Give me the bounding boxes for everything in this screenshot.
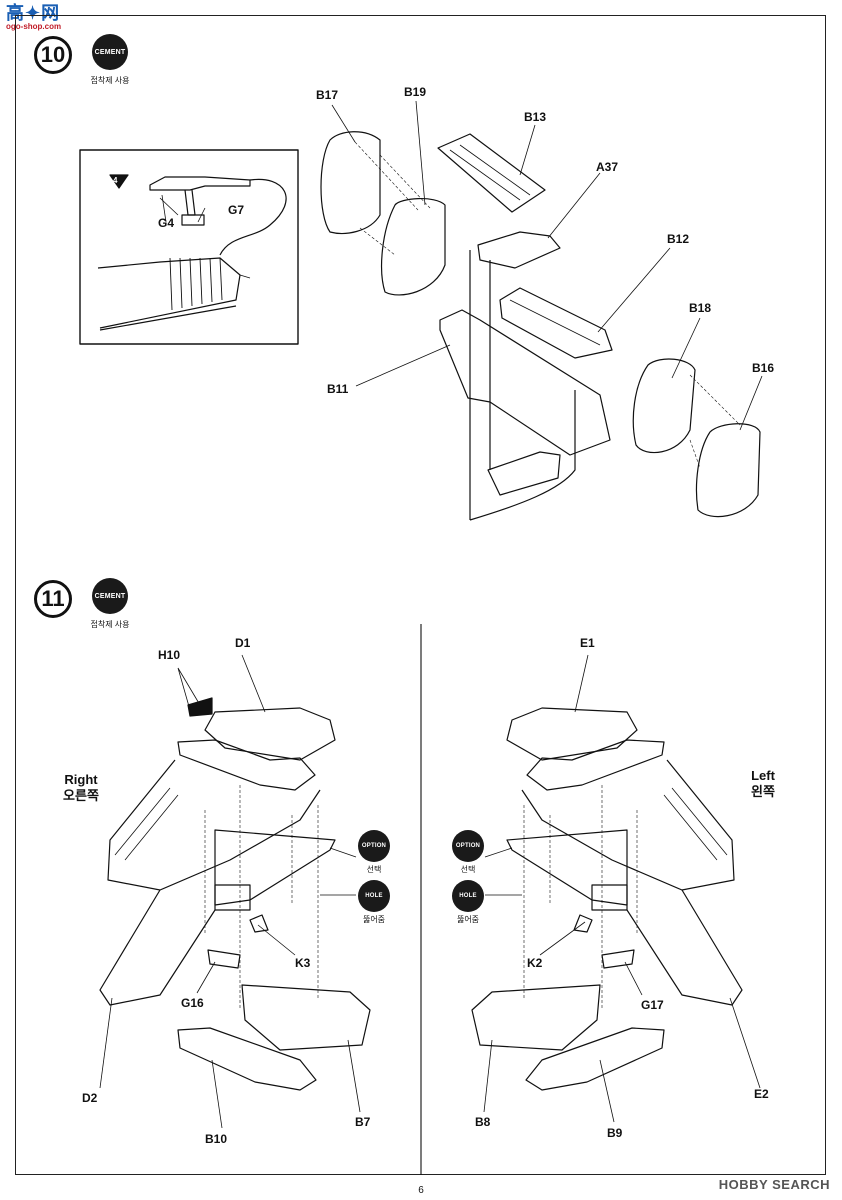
label-b8: B8 (475, 1115, 491, 1129)
detail-inset-box (79, 149, 299, 345)
step-10-cement-badge: CEMENT (92, 34, 128, 70)
right-label-local: 오른쪽 (63, 788, 99, 803)
left-option-badge: OPTION (452, 830, 484, 862)
step-10-cement-caption: 접착제 사용 (90, 76, 130, 85)
left-hole-caption: 뚫어줌 (456, 915, 480, 924)
part-b16-shape (695, 423, 761, 518)
part-b17-shape (320, 131, 381, 235)
label-g4: G4 (158, 216, 175, 230)
right-hole-caption: 뚫어줌 (362, 915, 386, 924)
label-d1: D1 (235, 636, 251, 650)
left-option-caption: 선택 (460, 865, 476, 874)
right-option-caption: 선택 (366, 865, 382, 874)
label-b9: B9 (607, 1126, 623, 1140)
label-g17: G17 (641, 998, 664, 1012)
logo-sub-text: ogo-shop.com (6, 22, 62, 31)
label-b16: B16 (752, 361, 775, 375)
right-hole-badge: HOLE (358, 880, 390, 912)
part-b18-shape (632, 358, 696, 454)
right-option-badge: OPTION (358, 830, 390, 862)
label-b19: B19 (404, 85, 427, 99)
label-e1: E1 (580, 636, 595, 650)
label-b17: B17 (316, 88, 339, 102)
left-label-en: Left (751, 768, 775, 783)
site-logo: 高✦网 ogo-shop.com (6, 4, 70, 34)
step-11-cement-caption: 접착제 사용 (90, 620, 130, 629)
step-10-number: 10 (34, 36, 72, 74)
label-b13: B13 (524, 110, 547, 124)
label-b7: B7 (355, 1115, 371, 1129)
left-wing-drawing (471, 707, 743, 1091)
label-b18: B18 (689, 301, 712, 315)
label-k2: K2 (527, 956, 543, 970)
part-b11-frame (439, 309, 611, 456)
label-g7: G7 (228, 203, 245, 217)
step-11-number: 11 (34, 580, 72, 618)
left-label-local: 왼쪽 (751, 784, 775, 799)
part-a37-shape (477, 231, 561, 269)
label-d2: D2 (82, 1091, 98, 1105)
label-b12: B12 (667, 232, 690, 246)
label-e2: E2 (754, 1087, 769, 1101)
right-label-en: Right (64, 772, 98, 787)
step-11-cement-badge: CEMENT (92, 578, 128, 614)
hobby-search-watermark: HOBBY SEARCH (718, 1177, 830, 1192)
label-b10: B10 (205, 1132, 228, 1146)
part-b19-shape (381, 198, 446, 296)
page-number: 6 (418, 1185, 424, 1196)
label-g16: G16 (181, 996, 204, 1010)
inset-marker-triangle (109, 174, 129, 189)
right-side-label: Right 오른쪽 (56, 772, 106, 804)
label-k3: K3 (295, 956, 311, 970)
label-a37: A37 (596, 160, 619, 174)
left-side-label: Left 왼쪽 (738, 768, 788, 800)
logo-main-text: 高✦网 (6, 3, 61, 23)
right-wing-drawing (99, 697, 371, 1091)
label-h10: H10 (158, 648, 181, 662)
left-hole-badge: HOLE (452, 880, 484, 912)
part-b12-shape (499, 287, 613, 359)
label-b11: B11 (327, 382, 349, 396)
part-b13-shape (437, 133, 546, 213)
inset-marker-label: 4 (113, 176, 118, 185)
